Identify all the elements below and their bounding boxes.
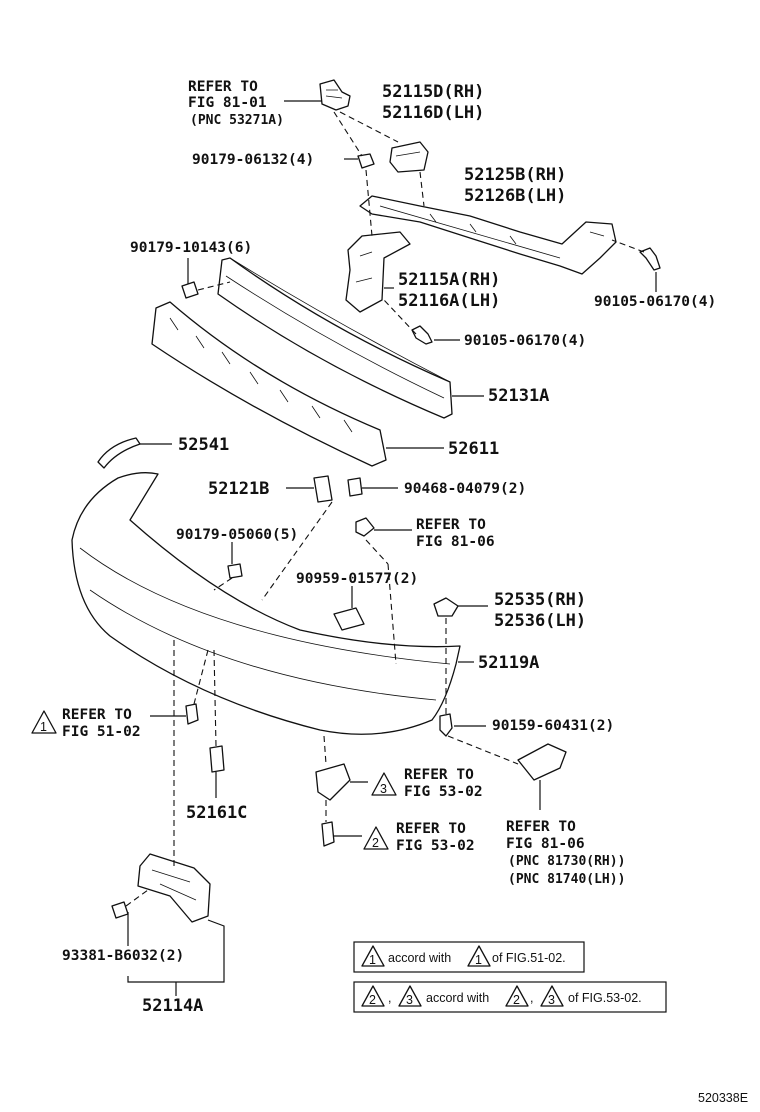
label-90105-06170-center[interactable]: 90105-06170(4)	[464, 333, 586, 349]
dashed-assembly-lines	[125, 111, 645, 907]
label-52125b[interactable]: 52125B(RH)	[464, 165, 566, 185]
bolt-90105-06170-center[interactable]	[411, 325, 433, 345]
label-90179-10143[interactable]: 90179-10143(6)	[130, 240, 252, 256]
grommet-refer-fig-51-02[interactable]	[185, 703, 199, 725]
brace-52115a[interactable]	[345, 231, 411, 313]
label-refer-fig-81-06-b-line2[interactable]: FIG 81-06	[506, 836, 585, 852]
nut-refer-fig-81-06[interactable]	[355, 517, 375, 537]
label-refer-fig-81-01-line2[interactable]: FIG 81-01	[188, 95, 267, 111]
bracket-refer-fig-53-02-a[interactable]	[315, 763, 351, 801]
nut-90179-06132[interactable]	[357, 153, 375, 169]
nut-90179-05060[interactable]	[227, 563, 243, 579]
label-pnc-53271a: (PNC 53271A)	[190, 113, 284, 128]
absorber-52611[interactable]	[151, 301, 387, 467]
svg-text:1: 1	[475, 953, 482, 967]
retainer-52115d[interactable]	[389, 141, 429, 173]
label-52119a[interactable]: 52119A	[478, 653, 539, 673]
nut-90179-10143[interactable]	[181, 281, 199, 299]
bolt-93381-b6032[interactable]	[111, 901, 129, 919]
caution-triangle-3: 3	[371, 772, 397, 796]
label-90179-06132[interactable]: 90179-06132(4)	[192, 152, 314, 168]
reinforcement-52125b[interactable]	[359, 195, 617, 275]
label-refer-fig-81-06-a-line1: REFER TO	[416, 517, 486, 533]
side-marker-lamp[interactable]	[517, 743, 567, 781]
label-52115a[interactable]: 52115A(RH)	[398, 270, 500, 290]
label-52126b[interactable]: 52126B(LH)	[464, 186, 566, 206]
svg-text:2: 2	[513, 993, 520, 1007]
bolt-90105-06170-right[interactable]	[639, 247, 661, 271]
label-refer-fig-51-02-line1: REFER TO	[62, 707, 132, 723]
note-box-1: 1 accord with 1 of FIG.51-02.	[353, 941, 585, 973]
leader-lines	[127, 100, 657, 996]
label-52535[interactable]: 52535(RH)	[494, 590, 586, 610]
label-90959-01577[interactable]: 90959-01577(2)	[296, 571, 418, 587]
screw-90159-60431[interactable]	[439, 713, 453, 737]
bumper-arm-52114a[interactable]	[137, 853, 211, 923]
seal-52541[interactable]	[97, 437, 141, 469]
label-refer-fig-51-02-line2[interactable]: FIG 51-02	[62, 724, 141, 740]
label-refer-fig-53-02-a-line2[interactable]: FIG 53-02	[404, 784, 483, 800]
label-52114a[interactable]: 52114A	[142, 996, 203, 1016]
label-52161c[interactable]: 52161C	[186, 803, 247, 823]
label-refer-fig-53-02-a-line1: REFER TO	[404, 767, 474, 783]
caution-triangle-2: 2	[363, 826, 389, 850]
diagram-id: 520338E	[698, 1091, 748, 1105]
screw-refer-fig-53-02-b[interactable]	[321, 821, 335, 847]
clip-90959-01577[interactable]	[333, 607, 365, 631]
note-1-text: accord with	[388, 951, 451, 965]
label-pnc-81740: (PNC 81740(LH))	[508, 872, 625, 887]
note-1-ref: of FIG.51-02.	[492, 951, 566, 965]
label-90468-04079[interactable]: 90468-04079(2)	[404, 481, 526, 497]
note-box-2: 2 , 3 accord with 2 , 3 of FIG.53-02.	[353, 981, 667, 1013]
svg-text:2: 2	[372, 836, 379, 850]
bracket-53271a[interactable]	[319, 79, 351, 111]
retainer-52161c[interactable]	[209, 745, 225, 773]
note-2-text: accord with	[426, 991, 489, 1005]
retainer-52535[interactable]	[433, 597, 459, 617]
label-52121b[interactable]: 52121B	[208, 479, 269, 499]
label-93381-b6032[interactable]: 93381-B6032(2)	[62, 948, 184, 964]
label-52536[interactable]: 52536(LH)	[494, 611, 586, 631]
label-refer-fig-81-06-a-line2[interactable]: FIG 81-06	[416, 534, 495, 550]
svg-text:2: 2	[369, 993, 376, 1007]
label-90179-05060[interactable]: 90179-05060(5)	[176, 527, 298, 543]
label-refer-fig-53-02-b-line2[interactable]: FIG 53-02	[396, 838, 475, 854]
svg-text:1: 1	[369, 953, 376, 967]
label-refer-fig-81-01-line1: REFER TO	[188, 79, 258, 95]
label-90159-60431[interactable]: 90159-60431(2)	[492, 718, 614, 734]
svg-text:1: 1	[40, 720, 47, 734]
reinforcement-52131a[interactable]	[217, 257, 453, 419]
label-refer-fig-81-06-b-line1: REFER TO	[506, 819, 576, 835]
bumper-cover-52119a[interactable]	[71, 472, 461, 735]
label-pnc-81730: (PNC 81730(RH))	[508, 854, 625, 869]
clip-52121b[interactable]	[313, 475, 333, 503]
clip-90468-04079[interactable]	[347, 477, 363, 497]
label-52115d[interactable]: 52115D(RH)	[382, 82, 484, 102]
note-2-ref: of FIG.53-02.	[568, 991, 642, 1005]
svg-text:3: 3	[406, 993, 413, 1007]
label-90105-06170-right[interactable]: 90105-06170(4)	[594, 294, 716, 310]
label-52116d[interactable]: 52116D(LH)	[382, 103, 484, 123]
svg-text:,: ,	[530, 991, 533, 1005]
svg-text:3: 3	[548, 993, 555, 1007]
caution-triangle-1: 1	[31, 710, 57, 734]
label-52541[interactable]: 52541	[178, 435, 229, 455]
svg-text:3: 3	[380, 782, 387, 796]
svg-text:,: ,	[388, 991, 391, 1005]
label-refer-fig-53-02-b-line1: REFER TO	[396, 821, 466, 837]
label-52611[interactable]: 52611	[448, 439, 499, 459]
label-52131a[interactable]: 52131A	[488, 386, 549, 406]
label-52116a[interactable]: 52116A(LH)	[398, 291, 500, 311]
